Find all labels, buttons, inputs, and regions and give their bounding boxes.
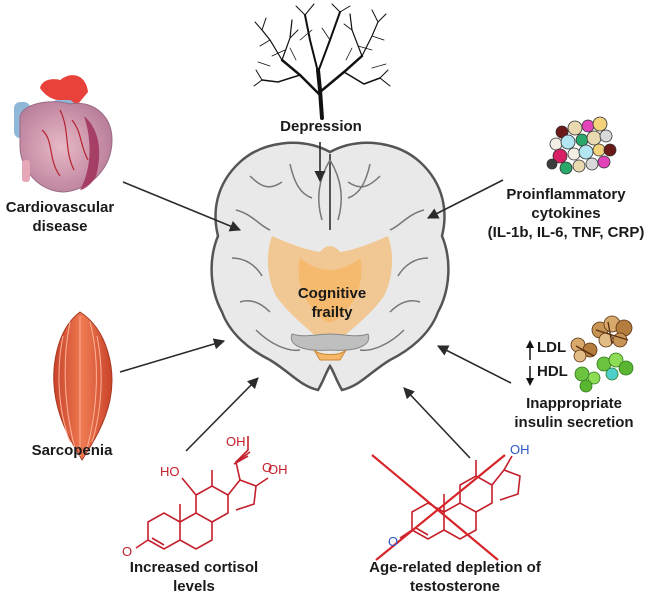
arrow-cytokines: [427, 179, 504, 219]
cortisol-oh-top: OH: [226, 434, 246, 449]
ldl-up-arrow-icon: [526, 340, 534, 360]
muscle-icon: [53, 311, 113, 462]
arrow-insulin: [437, 345, 512, 384]
brain-icon: [210, 141, 450, 392]
cortisol-label: Increased cortisol levels: [114, 558, 274, 596]
crossed-out-icon: [371, 454, 506, 561]
cognitive-frailty-label: Cognitive frailty: [262, 284, 402, 322]
depression-label: Depression: [258, 117, 384, 136]
cortisol-molecule-icon: [135, 436, 269, 550]
insulin-line1: Inappropriate: [526, 395, 622, 412]
testosterone-label: Age-related depletion of testosterone: [345, 558, 565, 596]
cortisol-o-ketone: O: [122, 544, 132, 559]
ldl-particles-icon: [570, 315, 633, 363]
cardiovascular-label: Cardiovascular disease: [0, 198, 120, 236]
cytokines-line1: Proinflammatory: [506, 186, 626, 203]
testosterone-line2: testosterone: [409, 578, 501, 595]
arrow-cardiovascular: [122, 181, 242, 232]
cytokines-line3: (IL-1b, IL-6, TNF, CRP): [487, 224, 645, 241]
sarcopenia-label: Sarcopenia: [22, 441, 122, 460]
cognitive-frailty-line2: frailty: [311, 304, 353, 321]
testosterone-oh: OH: [510, 442, 530, 457]
arrow-cortisol: [185, 377, 259, 452]
cardiovascular-line1: Cardiovascular: [5, 199, 115, 216]
insulin-label: Inappropriate insulin secretion: [484, 394, 664, 432]
cognitive-frailty-line1: Cognitive: [297, 285, 367, 302]
insulin-line2: insulin secretion: [514, 414, 634, 431]
cytokines-line2: cytokines: [531, 205, 601, 222]
cytokines-label: Proinflammatory cytokines (IL-1b, IL-6, …: [471, 185, 661, 242]
arrow-testosterone: [403, 387, 471, 459]
cardiovascular-line2: disease: [32, 218, 88, 235]
hdl-down-arrow-icon: [526, 366, 534, 386]
cortisol-line1: Increased cortisol: [129, 559, 259, 576]
cortisol-line2: levels: [173, 578, 215, 595]
testosterone-o: O: [388, 534, 398, 549]
cortisol-oh-right: OH: [268, 462, 288, 477]
cytokines-icon: [546, 116, 617, 175]
sarcopenia-text: Sarcopenia: [31, 442, 113, 459]
arrow-sarcopenia: [119, 338, 226, 373]
depression-text: Depression: [280, 118, 362, 135]
hdl-particles-icon: [574, 352, 634, 393]
heart-icon: [14, 75, 113, 193]
cortisol-o: O: [262, 460, 272, 475]
tree-icon: [253, 3, 391, 120]
hdl-label: HDL: [537, 363, 568, 380]
ldl-label: LDL: [537, 339, 567, 356]
cortisol-ho: HO: [160, 464, 180, 479]
testosterone-line1: Age-related depletion of: [369, 559, 541, 576]
